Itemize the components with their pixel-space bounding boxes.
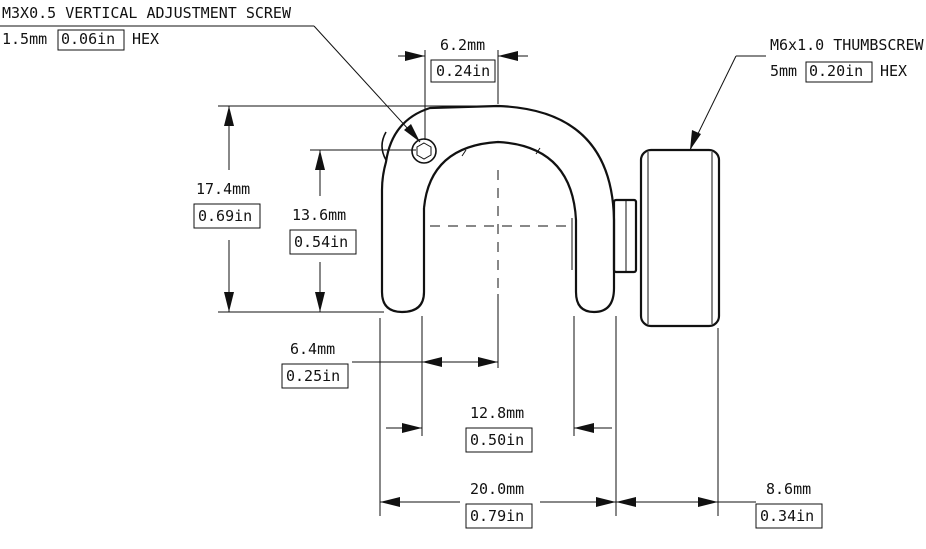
dim-thumbscrew-mm: 8.6mm xyxy=(766,480,811,498)
vertical-screw-callout: M3X0.5 VERTICAL ADJUSTMENT SCREW xyxy=(2,4,292,22)
leader-thumbscrew xyxy=(689,55,766,151)
dim-top-width xyxy=(398,51,528,61)
thumbscrew-hex-mm: 5mm xyxy=(770,62,797,80)
dim-gap-width xyxy=(386,423,612,433)
dim-gap-width-in: 0.50in xyxy=(470,431,524,449)
dim-inner-height xyxy=(315,150,325,312)
dim-overall-width xyxy=(380,497,616,507)
hex-screw-icon xyxy=(411,138,437,164)
center-lines xyxy=(430,170,572,292)
thumbscrew-icon xyxy=(612,148,721,328)
clamp-body xyxy=(380,104,616,314)
dim-top-width-in: 0.24in xyxy=(436,62,490,80)
dim-overall-width-in: 0.79in xyxy=(470,507,524,525)
thumbscrew-hex-label: HEX xyxy=(880,62,907,80)
thumbscrew-callout: M6x1.0 THUMBSCREW xyxy=(770,36,924,54)
dim-half-gap xyxy=(352,357,498,367)
dim-thumbscrew xyxy=(616,497,756,507)
dim-overall-width-mm: 20.0mm xyxy=(470,480,524,498)
dim-inner-height-mm: 13.6mm xyxy=(292,206,346,224)
vertical-screw-hex-mm: 1.5mm xyxy=(2,30,47,48)
dim-thumbscrew-in: 0.34in xyxy=(760,507,814,525)
dim-total-height-mm: 17.4mm xyxy=(196,180,250,198)
dim-inner-height-in: 0.54in xyxy=(294,233,348,251)
thumbscrew-hex-in: 0.20in xyxy=(809,62,863,80)
dim-total-height-in: 0.69in xyxy=(198,207,252,225)
dim-total-height xyxy=(224,106,234,312)
vertical-screw-hex-label: HEX xyxy=(132,30,159,48)
vertical-screw-hex-in: 0.06in xyxy=(61,30,115,48)
dim-top-width-mm: 6.2mm xyxy=(440,36,485,54)
dim-gap-width-mm: 12.8mm xyxy=(470,404,524,422)
dim-half-gap-mm: 6.4mm xyxy=(290,340,335,358)
dim-half-gap-in: 0.25in xyxy=(286,367,340,385)
leader-vertical-screw xyxy=(0,25,421,143)
extension-lines xyxy=(218,50,719,516)
